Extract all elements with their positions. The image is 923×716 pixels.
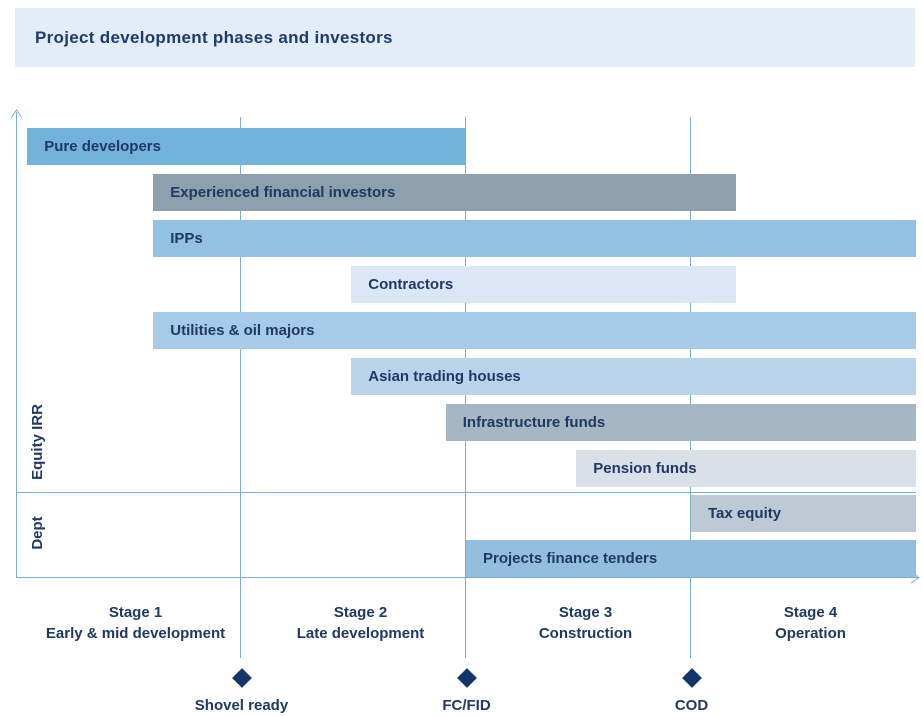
page-title: Project development phases and investors <box>35 27 393 47</box>
y-axis-arrow-icon <box>10 109 23 119</box>
header-bar: Project development phases and investors <box>15 8 915 67</box>
